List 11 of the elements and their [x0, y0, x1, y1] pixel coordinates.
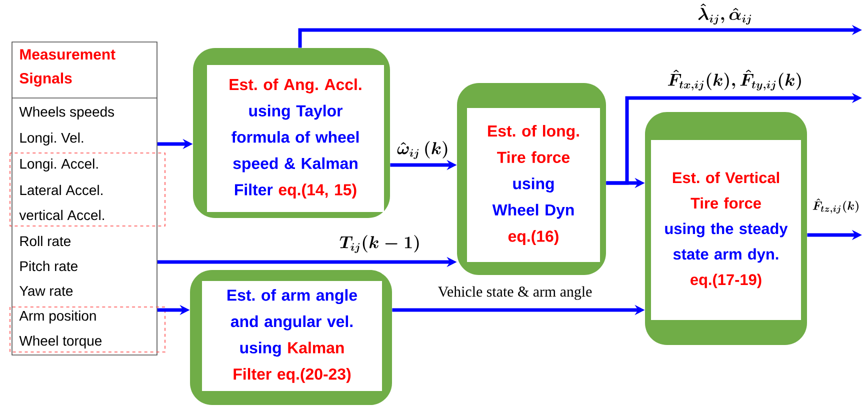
edge-label: $\hat{\omega}_{ij}\,(k)$ — [396, 140, 450, 160]
process-box: Est. of Ang. Accl. using Taylor formula of wheel speed & Kalman Filter eq.(14, 15) — [193, 48, 390, 218]
edge-label: $\hat{F}_{tz,ij}(k)$ — [811, 198, 861, 214]
signal-table: Measurement Signals Wheels speeds Longi. Vel. Longi. Accel. Lateral Accel. vertical Accel. Roll rate Pitch rate Yaw rate Arm position Wheel torque — [10, 42, 166, 356]
process-box: Est. of Vertical Tire force using the steady state arm dyn. eq.(17-19) — [645, 112, 807, 345]
edge-label: $\hat{\lambda}_{ij}, \hat{\alpha}_{ij}$ — [696, 2, 754, 26]
process-box: Est. of arm angle and angular vel. using Kalman Filter eq.(20-23) — [190, 270, 392, 405]
edge-label: $T_{ij}(k-1)$ — [338, 234, 422, 254]
edge-label: Vehicle state & arm angle — [436, 285, 594, 301]
edge-label: $\hat{F}_{tx,ij}(k), \hat{F}_{ty,ij}(k)$ — [666, 68, 804, 92]
process-box: Est. of long. Tire force using Wheel Dyn eq.(16) — [457, 83, 606, 275]
